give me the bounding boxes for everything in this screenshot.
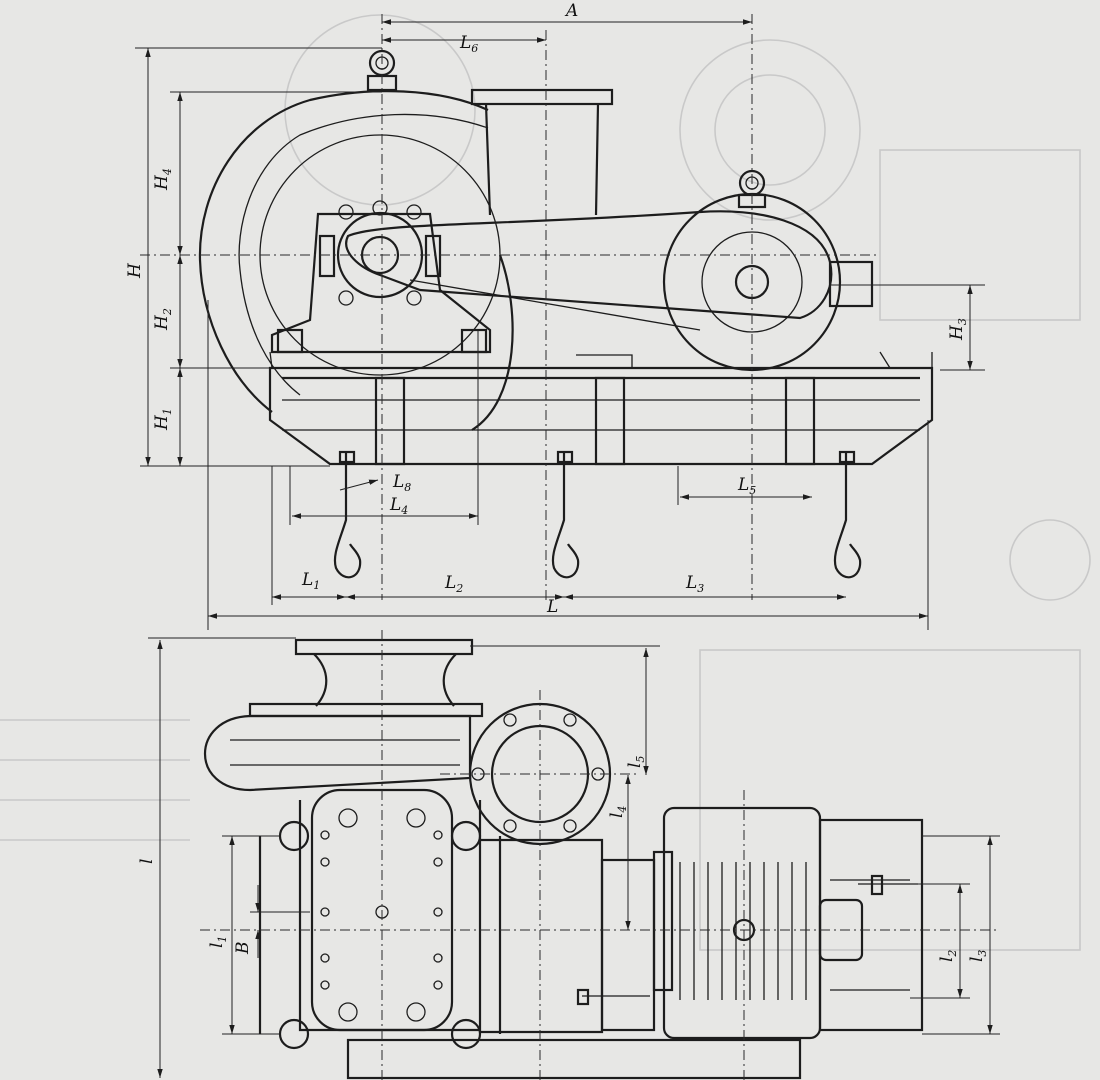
dim-L3: L3	[685, 573, 704, 595]
side-elevation-view: A L6 H H4 H2 H1 H3 L8 L4 L5 L1 L2 L3 L	[125, 1, 985, 630]
base-frame	[268, 366, 934, 466]
dim-L4: L4	[389, 495, 408, 517]
plan-base-plate	[346, 1038, 802, 1080]
dim-L2: L2	[444, 573, 463, 595]
dim-L6: L6	[459, 33, 478, 55]
dim-H4: H4	[152, 168, 174, 191]
dim-H: H	[125, 262, 145, 279]
dim-l: l	[137, 859, 157, 864]
dim-H3: H3	[947, 318, 969, 341]
motor-terminal-box	[828, 260, 874, 308]
dim-l3: l3	[967, 950, 989, 962]
motor-body	[662, 806, 822, 1040]
plan-dimensions	[148, 637, 1000, 1078]
dim-B: B	[233, 942, 253, 956]
volute-outlet	[203, 714, 472, 792]
discharge-flange	[470, 88, 614, 106]
anchor-bolts	[333, 450, 862, 579]
discharge-pipe	[484, 103, 600, 216]
bearing-housing	[270, 212, 492, 354]
dim-l4: l4	[607, 806, 629, 818]
dim-L1: L1	[301, 570, 320, 592]
dim-H2: H2	[152, 308, 174, 331]
dim-L5: L5	[737, 475, 756, 497]
dim-H1: H1	[152, 408, 174, 431]
plan-top-view: l l5 l4 l1 B l2 l3	[137, 630, 1000, 1080]
show-through-background	[0, 14, 1091, 951]
top-flange	[294, 638, 474, 656]
side-dimensions	[135, 19, 985, 630]
pump-volute-casing	[198, 90, 489, 413]
dim-A: A	[564, 1, 578, 21]
motor-slide-rail	[818, 818, 924, 1032]
dim-L8: L8	[392, 472, 411, 494]
belt-guard	[345, 210, 833, 320]
dim-l2: l2	[937, 950, 959, 962]
dim-L: L	[546, 597, 558, 617]
dim-l1: l1	[207, 936, 229, 948]
dim-l5: l5	[625, 756, 647, 768]
